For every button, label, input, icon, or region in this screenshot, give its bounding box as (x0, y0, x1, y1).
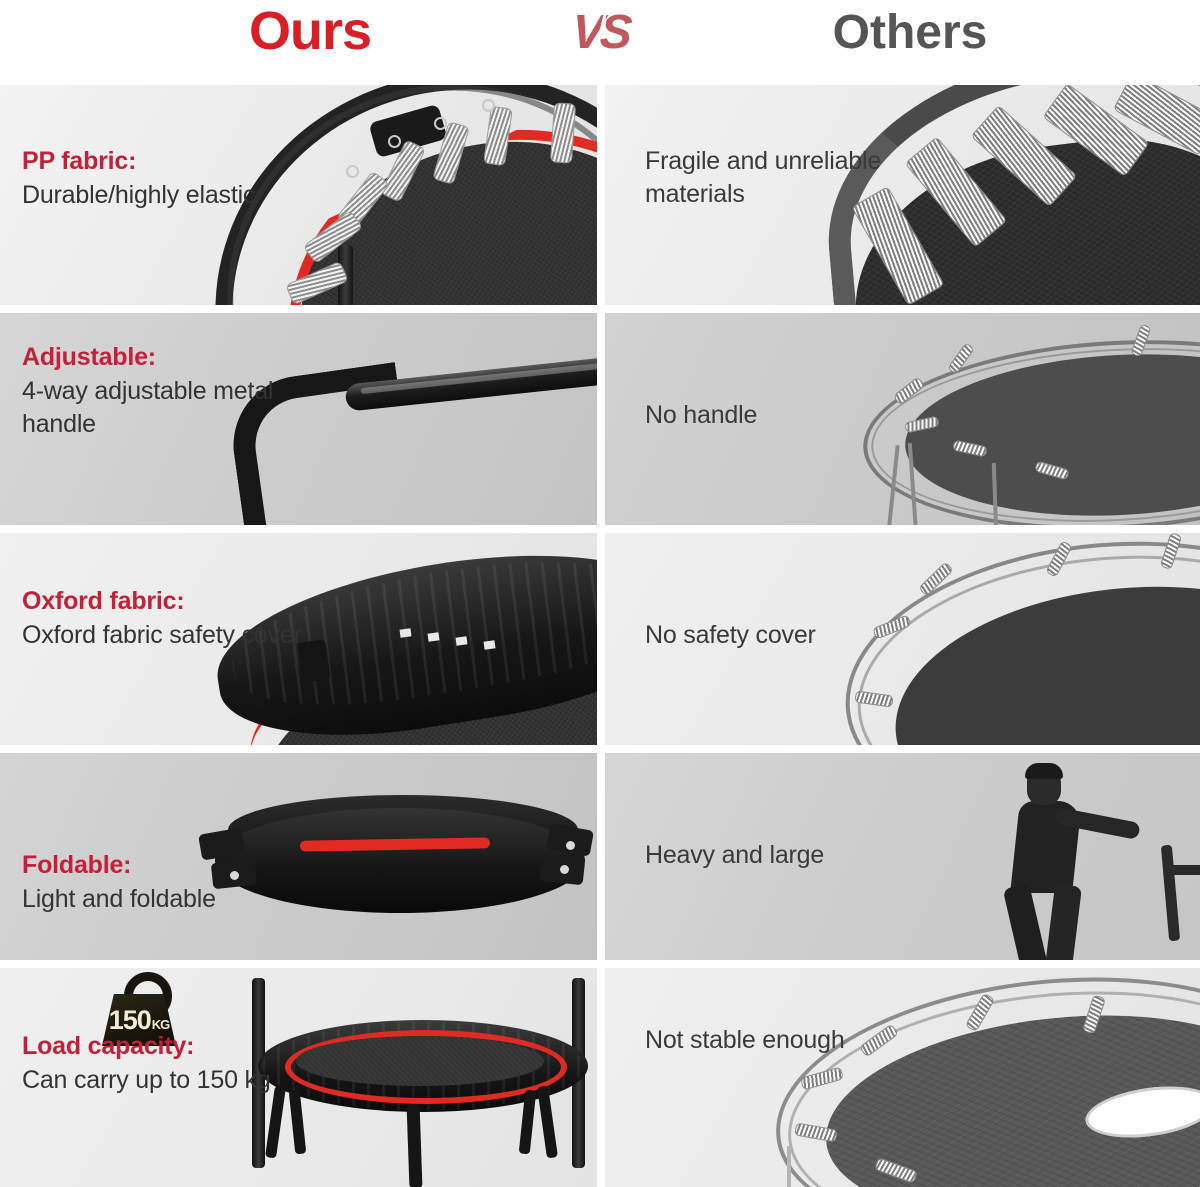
weight-value: 150 (108, 1004, 152, 1035)
others-body-3: No safety cover (645, 621, 816, 649)
ours-heading-3: Oxford fabric: (22, 587, 185, 615)
others-body-2: No handle (645, 401, 758, 429)
weight-badge: 150 KG (102, 972, 176, 1046)
ours-cell-4: Foldable: Light and foldable (0, 753, 597, 960)
ours-text-1: PP fabric: Durable/highly elastic (22, 145, 352, 212)
ours-cell-1: PP fabric: Durable/highly elastic (0, 85, 597, 305)
others-image-2 (605, 313, 1200, 525)
header-ours-title: Ours (248, 1, 372, 61)
ours-body-3: Oxford fabric safety cover (22, 621, 302, 649)
others-image-4 (605, 753, 1200, 960)
comparison-row-1: PP fabric: Durable/highly elastic Fragil… (0, 85, 1200, 305)
others-cell-2: No handle (605, 313, 1200, 525)
others-cell-4: Heavy and large (605, 753, 1200, 960)
ours-image-2 (0, 313, 597, 525)
comparison-row-3: Oxford fabric: Oxford fabric safety cove… (0, 533, 1200, 745)
others-image-1 (605, 85, 1200, 305)
others-text-3: No safety cover (645, 619, 965, 652)
ours-image-5: 150 KG (0, 968, 597, 1187)
ours-body-5: Can carry up to 150 kg (22, 1066, 271, 1094)
ours-cell-2: Adjustable: 4-way adjustable metal handl… (0, 313, 597, 525)
ours-heading-5: Load capacity: (22, 1032, 195, 1060)
others-image-3 (605, 533, 1200, 745)
ours-cell-5: 150 KG Load capacity: Can carry up to 15… (0, 968, 597, 1187)
ours-heading-1: PP fabric: (22, 147, 137, 175)
ours-image-4 (0, 753, 597, 960)
others-text-5: Not stable enough (645, 1024, 965, 1057)
ours-body-4: Light and foldable (22, 885, 216, 913)
comparison-row-2: Adjustable: 4-way adjustable metal handl… (0, 313, 1200, 525)
others-text-4: Heavy and large (645, 839, 965, 872)
others-cell-5: Not stable enough (605, 968, 1200, 1187)
others-image-5 (605, 968, 1200, 1187)
ours-body-2: 4-way adjustable metal handle (22, 377, 274, 438)
header-others-title: Others (832, 6, 988, 59)
ours-heading-2: Adjustable: (22, 343, 156, 371)
ours-heading-4: Foldable: (22, 851, 132, 879)
others-text-1: Fragile and unreliable materials (645, 145, 945, 211)
others-body-5: Not stable enough (645, 1026, 845, 1054)
header: Ours VS Others (0, 0, 1200, 85)
comparison-row-5: 150 KG Load capacity: Can carry up to 15… (0, 968, 1200, 1187)
comparison-row-4: Foldable: Light and foldable (0, 753, 1200, 960)
others-text-2: No handle (645, 399, 945, 432)
ours-body-1: Durable/highly elastic (22, 181, 256, 209)
ours-text-5: Load capacity: Can carry up to 150 kg (22, 1030, 332, 1097)
weight-unit: KG (151, 1016, 170, 1032)
others-body-1: Fragile and unreliable materials (645, 147, 882, 208)
ours-cell-3: Oxford fabric: Oxford fabric safety cove… (0, 533, 597, 745)
vs-badge: VS (540, 0, 660, 74)
others-cell-1: Fragile and unreliable materials (605, 85, 1200, 305)
ours-text-3: Oxford fabric: Oxford fabric safety cove… (22, 585, 362, 652)
comparison-grid: PP fabric: Durable/highly elastic Fragil… (0, 85, 1200, 1187)
ours-text-4: Foldable: Light and foldable (22, 849, 342, 916)
ours-text-2: Adjustable: 4-way adjustable metal handl… (22, 341, 352, 441)
ours-image-1 (0, 85, 597, 305)
ours-image-3 (0, 533, 597, 745)
others-body-4: Heavy and large (645, 841, 825, 869)
others-cell-3: No safety cover (605, 533, 1200, 745)
weight-body-icon: 150 KG (102, 994, 176, 1046)
